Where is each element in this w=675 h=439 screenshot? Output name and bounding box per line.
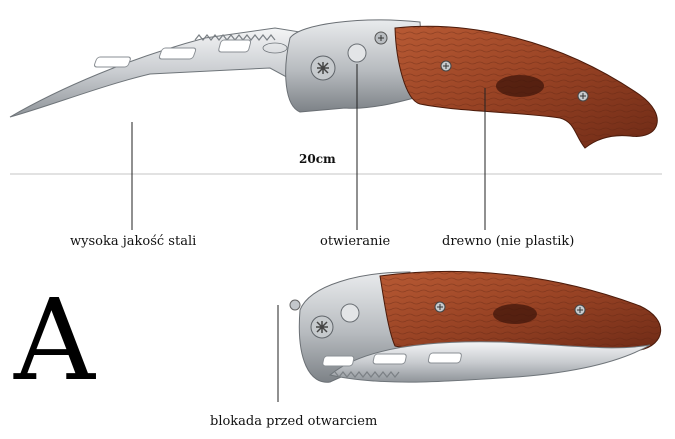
wood-label: drewno (nie plastik)	[442, 234, 575, 249]
stud-bottom	[340, 303, 360, 323]
blade-cutout-b1	[322, 355, 355, 367]
opening-stud	[347, 43, 367, 63]
steel-quality-label: wysoka jakość stali	[70, 234, 197, 249]
blade-serrations-bottom	[334, 371, 400, 378]
blade-bottom	[328, 341, 651, 383]
knife-top	[9, 19, 658, 149]
blade-cutout-b2	[372, 353, 407, 365]
opening-label: otwieranie	[320, 234, 391, 249]
blade-cutout-2	[158, 47, 197, 60]
length-label: 20cm	[299, 152, 336, 166]
blade-cutout-3	[218, 39, 252, 53]
lock-stud	[289, 299, 301, 311]
lock-label: blokada przed otwarciem	[210, 414, 378, 429]
blade-cutout-b3	[427, 352, 462, 364]
wood-knot-bottom	[493, 304, 537, 324]
variant-letter: A	[14, 276, 95, 406]
knife-bottom	[289, 270, 662, 383]
wood-knot-top	[496, 75, 544, 97]
brand-logo	[262, 42, 288, 54]
bolster-top	[285, 19, 426, 113]
pivot-screw-star-top	[317, 62, 329, 74]
blade-cutout-1	[93, 56, 131, 68]
blade-top	[9, 27, 306, 118]
